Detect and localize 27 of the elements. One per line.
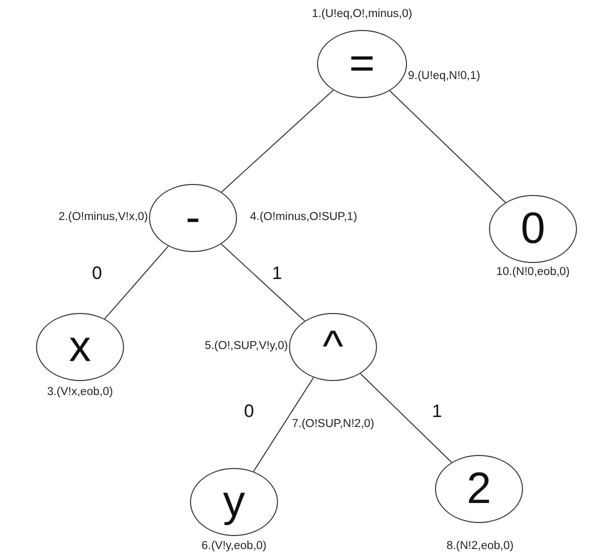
edge-label: 0	[92, 264, 102, 282]
node-symbol: ^	[322, 325, 344, 369]
connector-line	[360, 373, 452, 463]
node-annotation: 6.(V!y,eob,0)	[202, 540, 266, 552]
node-annotation: 3.(V!x,eob,0)	[47, 386, 113, 398]
connector-line	[104, 246, 169, 320]
node-symbol: x	[69, 325, 91, 369]
node-annotation: 5.(O!,SUP,V!y,0)	[204, 340, 288, 352]
edge-label: 0	[244, 402, 254, 420]
node-symbol: 2	[466, 467, 492, 511]
connector-line	[252, 377, 314, 472]
node-symbol: -	[186, 196, 200, 240]
node-annotation: 10.(N!0,eob,0)	[496, 266, 570, 278]
edge-label: 1	[272, 264, 282, 282]
connector-line	[389, 90, 506, 203]
node-annotation: 9.(U!eq,N!0,1)	[408, 70, 480, 82]
connector-line	[220, 244, 306, 322]
node-symbol: =	[349, 42, 375, 86]
node-annotation: 2.(O!minus,V!x,0)	[58, 211, 148, 223]
node-symbol: 0	[520, 207, 546, 251]
node-annotation: 7.(O!SUP,N!2,0)	[292, 418, 374, 430]
node-annotation: 8.(N!2,eob,0)	[446, 540, 514, 552]
node-annotation: 4.(O!minus,O!SUP,1)	[250, 211, 358, 223]
node-annotation: 1.(U!eq,O!,minus,0)	[312, 8, 412, 20]
connector-line	[220, 90, 334, 193]
node-symbol: y	[223, 480, 245, 524]
edge-label: 1	[432, 402, 442, 420]
